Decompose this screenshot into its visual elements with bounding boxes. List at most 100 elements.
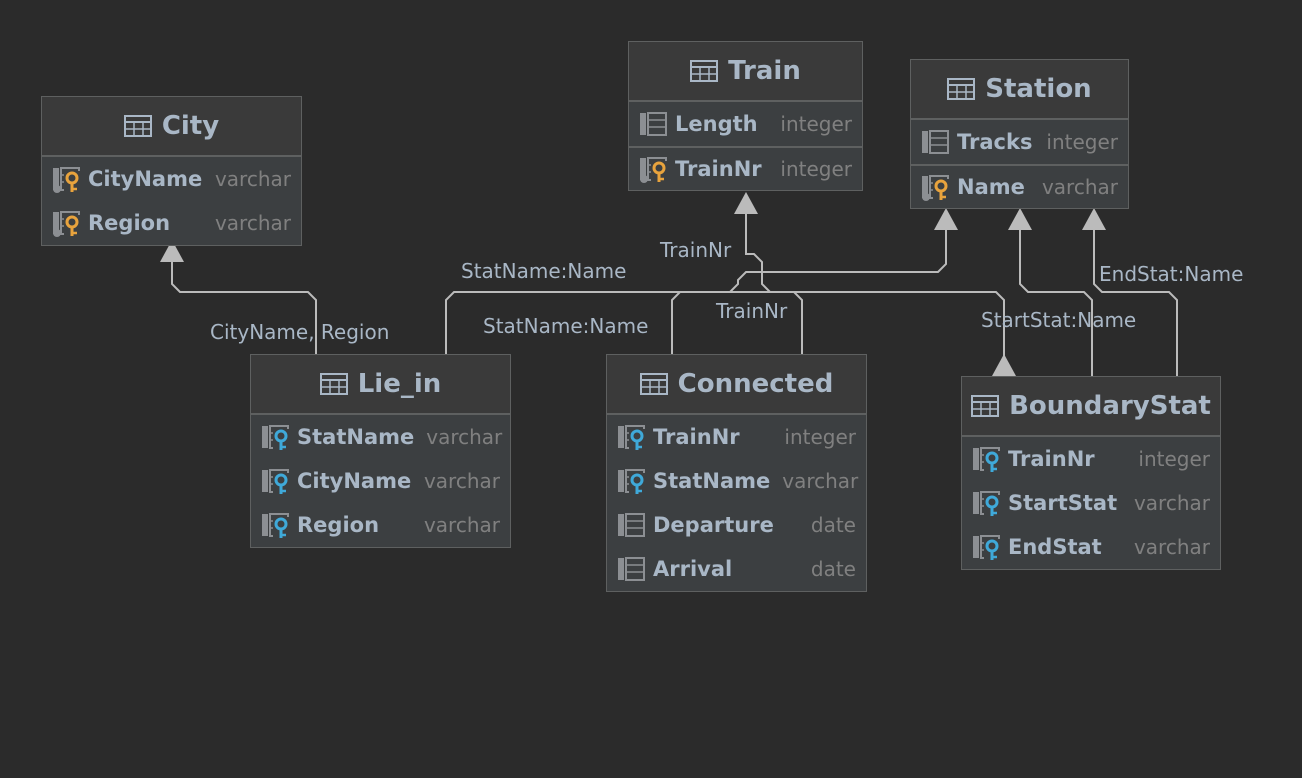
primary-key-column-icon: [52, 209, 84, 237]
column-type: varchar: [423, 513, 500, 537]
table-grid-icon: [123, 115, 152, 137]
column-name: CityName: [297, 469, 412, 493]
column-type: varchar: [426, 425, 503, 449]
table-header[interactable]: BoundaryStat: [962, 377, 1220, 437]
column-name: TrainNr: [675, 157, 762, 181]
foreign-key-column-icon: [261, 467, 293, 495]
foreign-key-column-icon: [972, 445, 1004, 473]
table-name: Connected: [677, 369, 834, 399]
column-type: varchar: [214, 211, 291, 235]
column-type: integer: [780, 112, 852, 136]
foreign-key-column-icon: [972, 533, 1004, 561]
table-station[interactable]: Station Tracks integer Name varchar: [910, 59, 1129, 209]
column-name: Tracks: [957, 130, 1033, 154]
foreign-key-column-icon: [617, 423, 649, 451]
table-name: Lie_in: [357, 369, 442, 399]
table-grid-icon: [947, 78, 976, 100]
table-header[interactable]: Lie_in: [251, 355, 510, 415]
column-name: Region: [88, 211, 171, 235]
table-grid-icon: [319, 373, 348, 395]
relation-line-lie_in-station[interactable]: [445, 230, 947, 354]
column-name: TrainNr: [1008, 447, 1095, 471]
column-type: integer: [780, 157, 852, 181]
relation-line-boundarystat-station-start[interactable]: [1019, 230, 1093, 376]
column-name: CityName: [88, 167, 203, 191]
table-name: Station: [985, 74, 1092, 104]
column-row[interactable]: EndStat varchar: [962, 525, 1220, 569]
column-row[interactable]: Region varchar: [42, 201, 301, 245]
column-icon: [921, 128, 953, 156]
primary-key-column-icon: [639, 155, 671, 183]
primary-key-column-icon: [52, 165, 84, 193]
column-name: Name: [957, 175, 1025, 199]
table-grid-icon: [971, 395, 1000, 417]
column-name: StatName: [297, 425, 415, 449]
foreign-key-column-icon: [617, 467, 649, 495]
table-header[interactable]: Station: [911, 60, 1128, 120]
column-row[interactable]: Name varchar: [911, 164, 1128, 208]
column-type: integer: [1138, 447, 1210, 471]
relation-label: StatName:Name: [461, 259, 627, 283]
table-header[interactable]: Train: [629, 42, 862, 102]
column-icon: [639, 110, 671, 138]
column-type: varchar: [423, 469, 500, 493]
foreign-key-column-icon: [972, 489, 1004, 517]
relation-line-connected-station[interactable]: [671, 291, 1005, 376]
column-row[interactable]: Arrival date: [607, 547, 866, 591]
primary-key-column-icon: [921, 173, 953, 201]
column-row[interactable]: StatName varchar: [251, 415, 510, 459]
column-name: Arrival: [653, 557, 733, 581]
column-name: TrainNr: [653, 425, 740, 449]
column-name: Length: [675, 112, 758, 136]
relation-line-connected-train[interactable]: [745, 214, 803, 354]
table-header[interactable]: Connected: [607, 355, 866, 415]
column-type: integer: [1046, 130, 1118, 154]
column-type: varchar: [1133, 491, 1210, 515]
column-type: date: [810, 557, 856, 581]
column-name: Region: [297, 513, 380, 537]
column-type: date: [810, 513, 856, 537]
column-row[interactable]: Region varchar: [251, 503, 510, 547]
relation-label: EndStat:Name: [1099, 262, 1244, 286]
relation-line-lie_in-city[interactable]: [171, 262, 317, 354]
column-type: integer: [784, 425, 856, 449]
relation-label: StartStat:Name: [981, 308, 1137, 332]
table-lie_in[interactable]: Lie_in StatName varchar CityName varchar R…: [250, 354, 511, 548]
relation-arrowhead: [934, 208, 958, 230]
column-row[interactable]: Tracks integer: [911, 120, 1128, 164]
relation-label: CityName, Region: [210, 320, 390, 344]
column-row[interactable]: TrainNr integer: [629, 146, 862, 190]
relation-label: TrainNr: [660, 238, 732, 262]
relation-arrowhead: [1008, 208, 1032, 230]
column-icon: [617, 511, 649, 539]
table-grid-icon: [690, 60, 719, 82]
relation-line-boundarystat-station-end[interactable]: [1093, 230, 1178, 376]
relation-arrowhead: [734, 192, 758, 214]
column-name: EndStat: [1008, 535, 1102, 559]
table-grid-icon: [639, 373, 668, 395]
table-train[interactable]: Train Length integer TrainNr integer: [628, 41, 863, 191]
foreign-key-column-icon: [261, 511, 293, 539]
column-row[interactable]: TrainNr integer: [962, 437, 1220, 481]
column-name: StatName: [653, 469, 771, 493]
column-row[interactable]: Length integer: [629, 102, 862, 146]
column-row[interactable]: CityName varchar: [251, 459, 510, 503]
relation-label: TrainNr: [716, 299, 788, 323]
foreign-key-column-icon: [261, 423, 293, 451]
table-header[interactable]: City: [42, 97, 301, 157]
column-row[interactable]: TrainNr integer: [607, 415, 866, 459]
column-type: varchar: [1041, 175, 1118, 199]
column-type: varchar: [1133, 535, 1210, 559]
table-name: Train: [728, 56, 801, 86]
relation-arrowhead: [992, 354, 1016, 376]
table-name: City: [161, 111, 220, 141]
